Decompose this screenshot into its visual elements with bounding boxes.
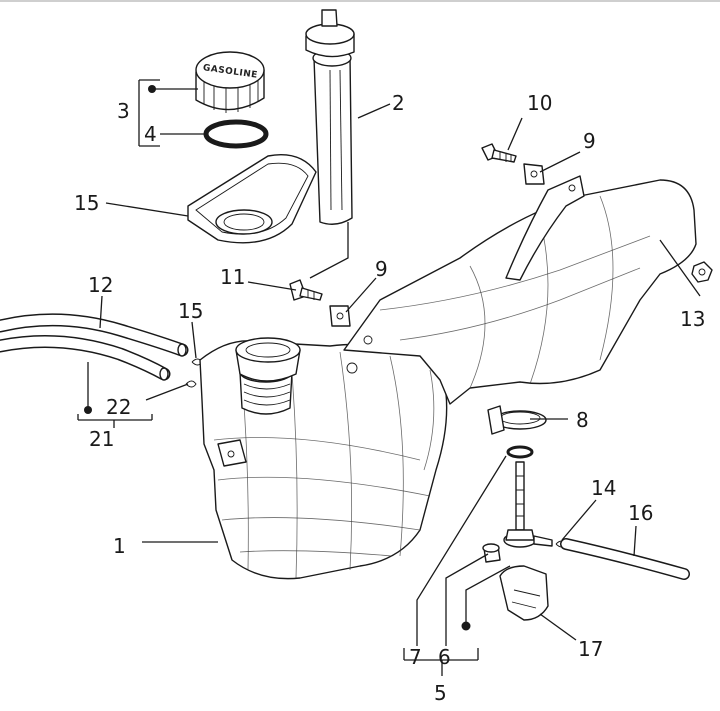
tank-filler-neck bbox=[235, 337, 301, 415]
mounting-hardware bbox=[289, 143, 713, 327]
label-22: 22 bbox=[106, 395, 131, 419]
fuel-valve-part bbox=[503, 461, 553, 548]
filler-tray-part bbox=[187, 154, 317, 244]
cap-seal-ring bbox=[203, 119, 269, 149]
callout-labels: 1 2 3 4 5 6 7 8 9 9 10 11 12 13 14 15 15… bbox=[74, 91, 705, 705]
label-13: 13 bbox=[680, 307, 705, 331]
drain-plug-part bbox=[482, 543, 501, 563]
label-11: 11 bbox=[220, 265, 245, 289]
label-8: 8 bbox=[576, 408, 589, 432]
label-16: 16 bbox=[628, 501, 653, 525]
filler-tube-part bbox=[305, 9, 355, 225]
label-21: 21 bbox=[89, 427, 114, 451]
valve-o-ring bbox=[506, 445, 534, 459]
fuel-hose-part bbox=[560, 538, 690, 580]
label-7: 7 bbox=[409, 645, 422, 669]
label-17: 17 bbox=[578, 637, 603, 661]
overflow-hoses bbox=[0, 313, 189, 381]
gasoline-cap-part: GASOLINE bbox=[195, 51, 265, 113]
label-15-clamp: 15 bbox=[178, 299, 203, 323]
label-1: 1 bbox=[113, 534, 126, 558]
label-5: 5 bbox=[434, 681, 447, 705]
strap-clamp-part bbox=[487, 405, 547, 435]
label-15-tray: 15 bbox=[74, 191, 99, 215]
label-10: 10 bbox=[527, 91, 552, 115]
leader-lines bbox=[77, 79, 701, 676]
valve-cover-part bbox=[499, 565, 549, 621]
label-2: 2 bbox=[392, 91, 405, 115]
label-4: 4 bbox=[144, 122, 157, 146]
label-9-upper: 9 bbox=[583, 129, 596, 153]
label-14: 14 bbox=[591, 476, 616, 500]
label-9-lower: 9 bbox=[375, 257, 388, 281]
label-6: 6 bbox=[438, 645, 451, 669]
label-3: 3 bbox=[117, 99, 130, 123]
label-12: 12 bbox=[88, 273, 113, 297]
